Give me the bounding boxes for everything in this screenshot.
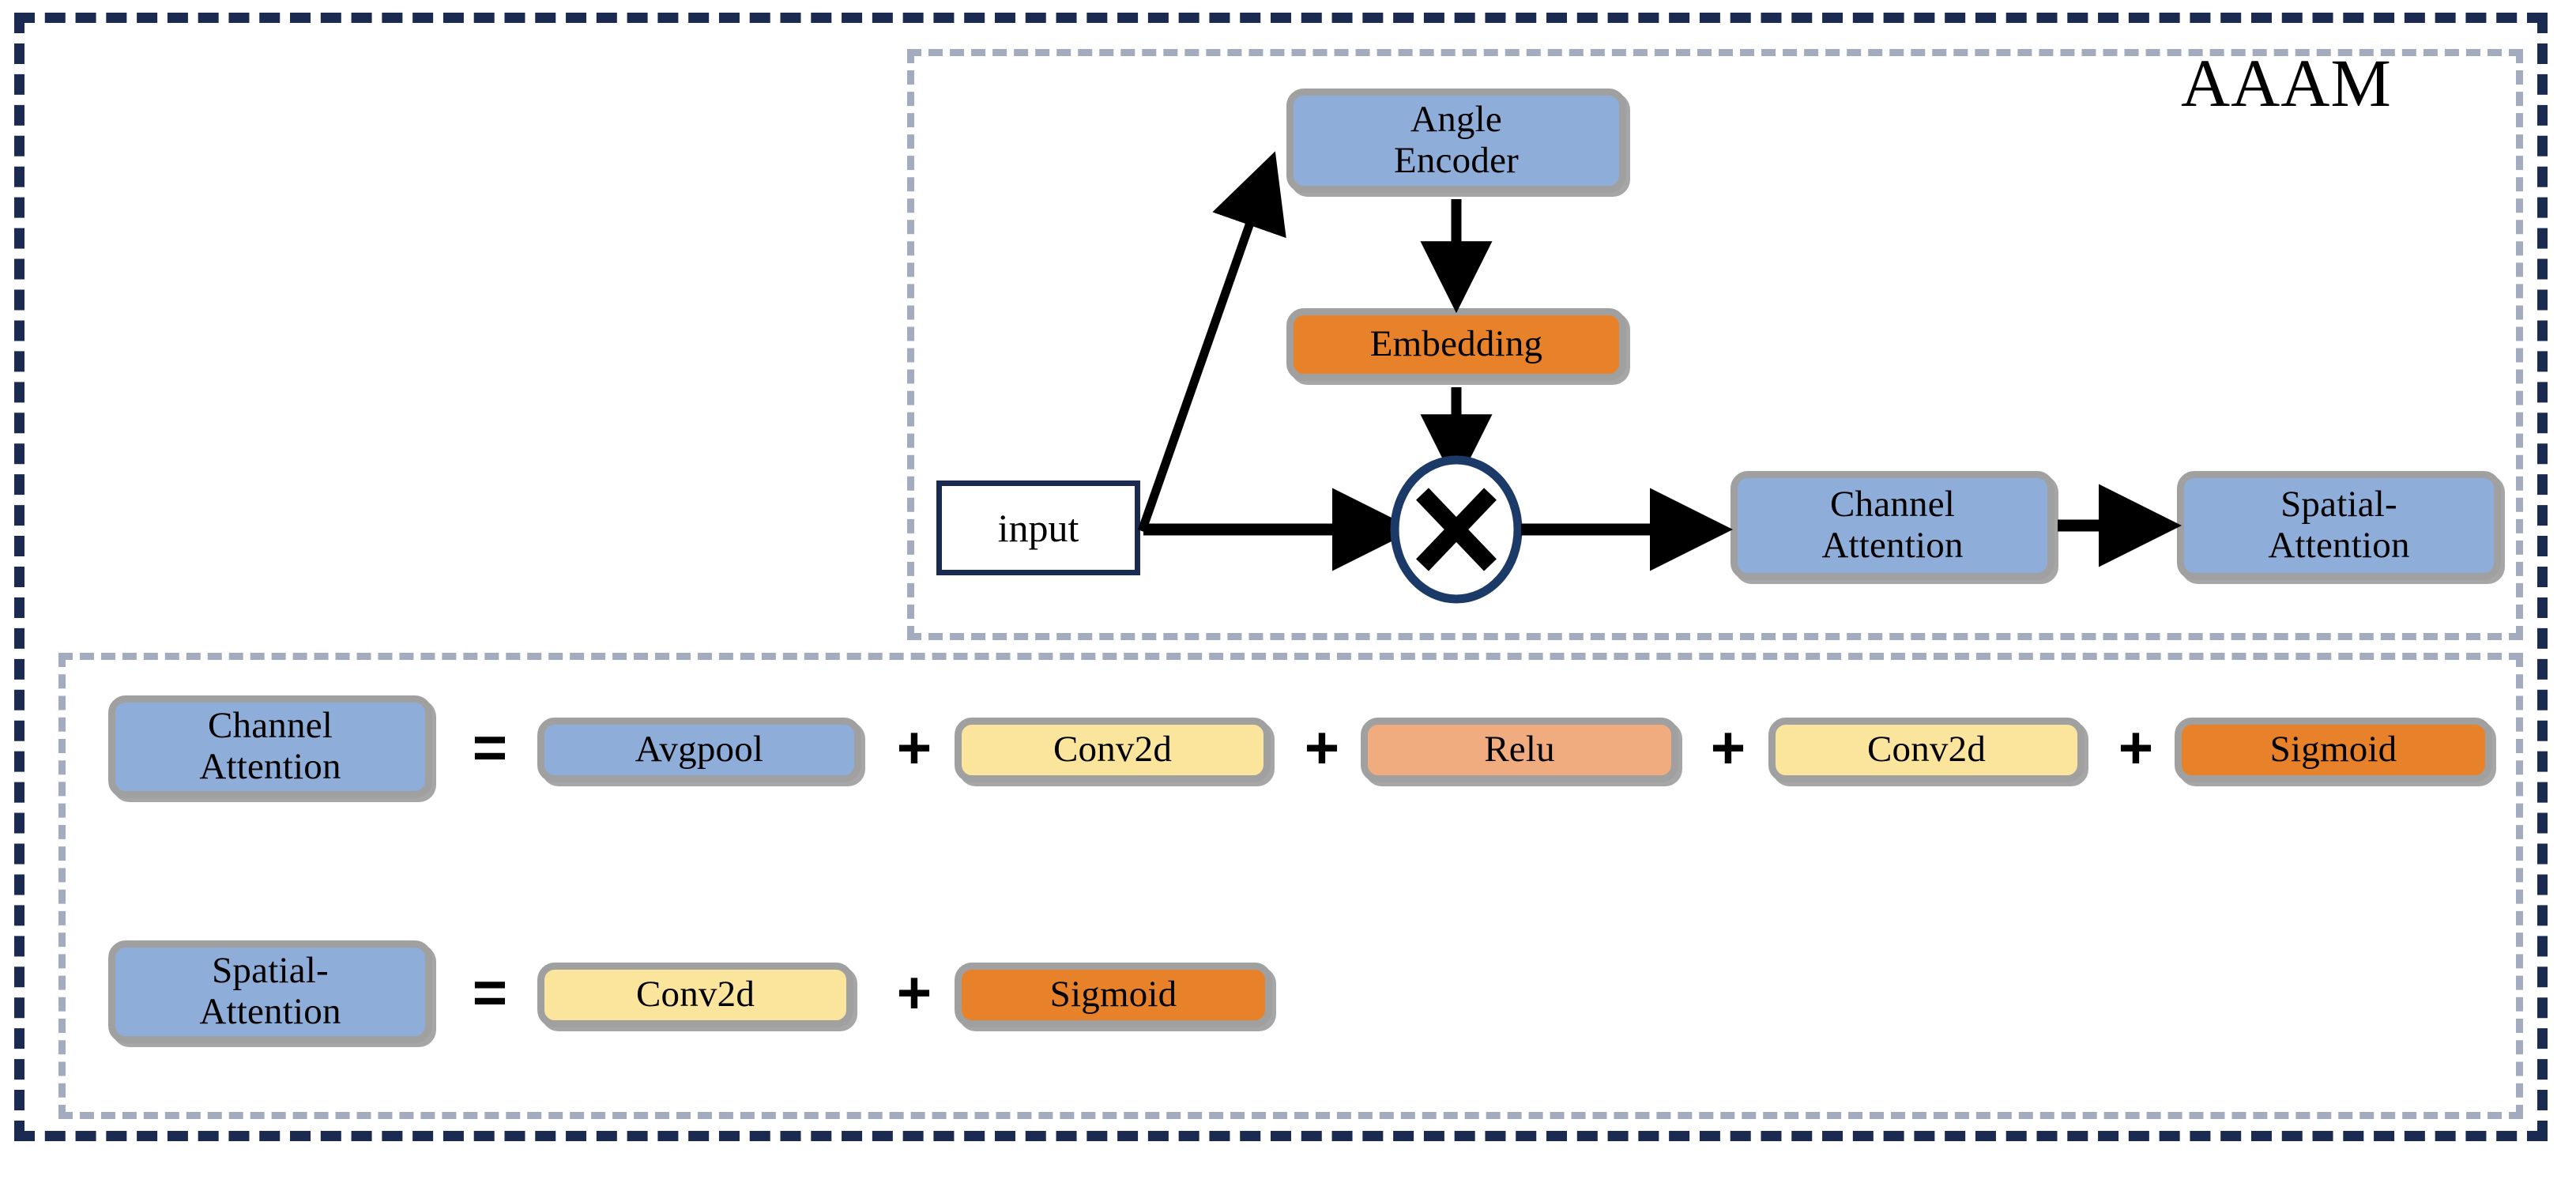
eq1-plus-sign-1: + [896, 714, 932, 782]
eq2-term-conv2d[interactable]: Conv2d [537, 963, 853, 1027]
eq2-plus-sign-1: + [896, 959, 932, 1027]
eq2-equals-sign: = [472, 959, 508, 1027]
eq1-term-conv2d-2[interactable]: Conv2d [1768, 718, 2085, 782]
eq1-plus-sign-4: + [2118, 714, 2154, 782]
outer-frame [14, 13, 2548, 1141]
eq1-lhs-channel-attention[interactable]: Channel Attention [108, 695, 432, 798]
eq1-plus-sign-2: + [1304, 714, 1340, 782]
aaam-pipeline-panel [907, 49, 2523, 640]
node-embedding[interactable]: Embedding [1286, 308, 1626, 381]
page-title: AAAM [2181, 45, 2392, 121]
attention-definitions-panel [58, 653, 2523, 1119]
eq2-lhs-spatial-attention[interactable]: Spatial- Attention [108, 940, 432, 1043]
node-angle-encoder[interactable]: Angle Encoder [1286, 89, 1626, 193]
node-input[interactable]: input [936, 480, 1140, 575]
eq1-equals-sign: = [472, 714, 508, 782]
eq1-term-sigmoid[interactable]: Sigmoid [2175, 718, 2492, 782]
node-channel-attention[interactable]: Channel Attention [1731, 471, 2054, 580]
eq1-term-avgpool[interactable]: Avgpool [537, 718, 861, 782]
eq1-term-conv2d-1[interactable]: Conv2d [955, 718, 1271, 782]
node-spatial-attention[interactable]: Spatial- Attention [2177, 471, 2501, 580]
eq1-term-relu[interactable]: Relu [1361, 718, 1678, 782]
eq1-plus-sign-3: + [1710, 714, 1746, 782]
eq2-term-sigmoid[interactable]: Sigmoid [955, 963, 1272, 1027]
